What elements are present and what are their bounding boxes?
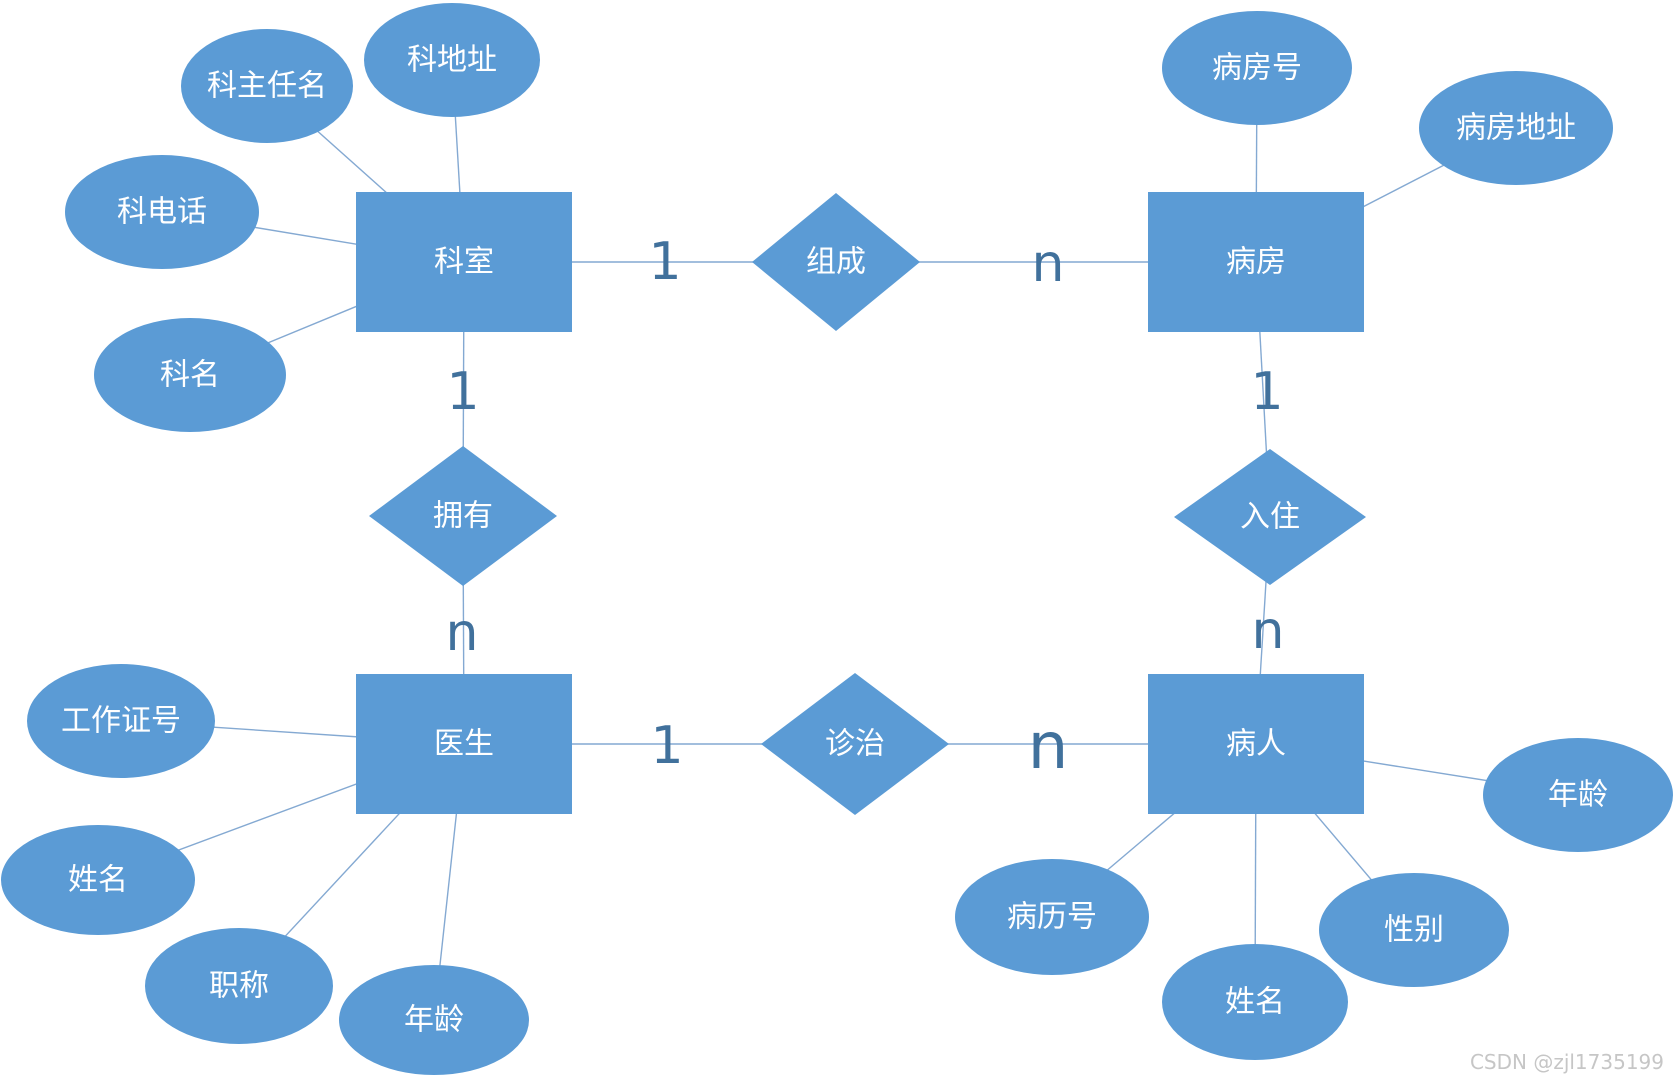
shape-layer: 科主任名科地址科电话科名病房号病房地址工作证号姓名职称年龄病历号姓名性别年龄科室… bbox=[1, 3, 1673, 1075]
attribute-label-ke-dizhi: 科地址 bbox=[407, 43, 497, 78]
attribute-ellipse-ke-zhuren-ming bbox=[181, 29, 353, 143]
watermark: CSDN @zjl1735199 bbox=[1470, 1050, 1664, 1074]
entity-label-bingfang: 病房 bbox=[1226, 245, 1286, 280]
relationship-label-yongyou: 拥有 bbox=[433, 499, 493, 534]
attribute-label-yisheng-nianling: 年龄 bbox=[404, 1003, 464, 1038]
entity-box-bingren bbox=[1148, 674, 1364, 814]
attribute-label-gongzuozheng-hao: 工作证号 bbox=[61, 704, 181, 739]
cardinality-label-6: 1 bbox=[650, 716, 683, 776]
entity-label-yisheng: 医生 bbox=[434, 727, 494, 762]
attribute-label-bingren-nianling: 年龄 bbox=[1548, 778, 1608, 813]
cardinality-label-3: n bbox=[446, 603, 479, 663]
cardinality-label-7: n bbox=[1028, 710, 1069, 784]
relationship-label-zucheng: 组成 bbox=[806, 245, 866, 280]
relationship-diamond-zhenzhi bbox=[761, 673, 949, 815]
relationship-diamond-yongyou bbox=[369, 446, 557, 586]
relationship-label-zhenzhi: 诊治 bbox=[825, 727, 885, 762]
attribute-ellipse-ke-ming bbox=[94, 318, 286, 432]
entity-box-keshi bbox=[356, 192, 572, 332]
cardinality-label-2: 1 bbox=[446, 362, 479, 422]
attribute-label-ke-zhuren-ming: 科主任名 bbox=[207, 69, 327, 104]
attribute-label-bingfang-dizhi: 病房地址 bbox=[1456, 111, 1576, 146]
cardinality-label-4: 1 bbox=[1250, 362, 1283, 422]
attribute-ellipse-xingbie bbox=[1319, 873, 1509, 987]
attribute-ellipse-yisheng-nianling bbox=[339, 965, 529, 1075]
attribute-ellipse-ke-dianhua bbox=[65, 155, 259, 269]
entity-label-keshi: 科室 bbox=[434, 245, 494, 280]
attribute-ellipse-bingfang-hao bbox=[1162, 11, 1352, 125]
cardinality-label-0: 1 bbox=[648, 232, 681, 292]
relationship-label-ruzhu: 入住 bbox=[1240, 500, 1300, 535]
attribute-label-binglihao: 病历号 bbox=[1007, 900, 1097, 935]
relationship-diamond-ruzhu bbox=[1174, 449, 1366, 585]
attribute-label-ke-dianhua: 科电话 bbox=[117, 195, 207, 230]
attribute-ellipse-gongzuozheng-hao bbox=[27, 664, 215, 778]
attribute-label-ke-ming: 科名 bbox=[160, 358, 220, 393]
attribute-label-xingbie: 性别 bbox=[1384, 913, 1444, 948]
entity-box-bingfang bbox=[1148, 192, 1364, 332]
cardinality-label-1: n bbox=[1032, 234, 1065, 294]
entity-box-yisheng bbox=[356, 674, 572, 814]
relationship-diamond-zucheng bbox=[752, 193, 920, 331]
attribute-ellipse-yisheng-xingming bbox=[1, 825, 195, 935]
attribute-label-yisheng-xingming: 姓名 bbox=[68, 863, 128, 898]
entity-label-bingren: 病人 bbox=[1226, 727, 1286, 762]
attribute-ellipse-zhicheng bbox=[145, 928, 333, 1044]
attribute-ellipse-binglihao bbox=[955, 859, 1149, 975]
attribute-label-zhicheng: 职称 bbox=[209, 969, 269, 1004]
cardinality-label-5: n bbox=[1252, 601, 1285, 661]
attribute-ellipse-bingfang-dizhi bbox=[1419, 71, 1613, 185]
attribute-label-bingfang-hao: 病房号 bbox=[1212, 51, 1302, 86]
attribute-ellipse-ke-dizhi bbox=[364, 3, 540, 117]
attribute-label-bingren-xingming: 姓名 bbox=[1225, 985, 1285, 1020]
attribute-ellipse-bingren-xingming bbox=[1162, 944, 1348, 1060]
attribute-ellipse-bingren-nianling bbox=[1483, 738, 1673, 852]
cardinality-layer: 1 n 1 n 1 n 1 n bbox=[446, 232, 1285, 784]
